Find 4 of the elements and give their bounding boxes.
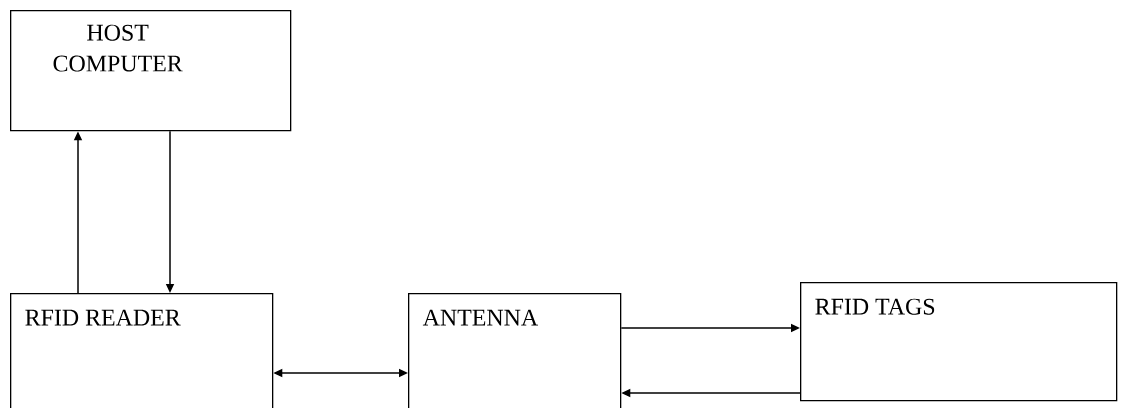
process-box: RFID READER: [10, 293, 274, 408]
process-box: RFID TAGS: [800, 282, 1118, 402]
process-box: ANTENNA: [408, 293, 622, 408]
process-box: HOST COMPUTER: [10, 10, 292, 132]
